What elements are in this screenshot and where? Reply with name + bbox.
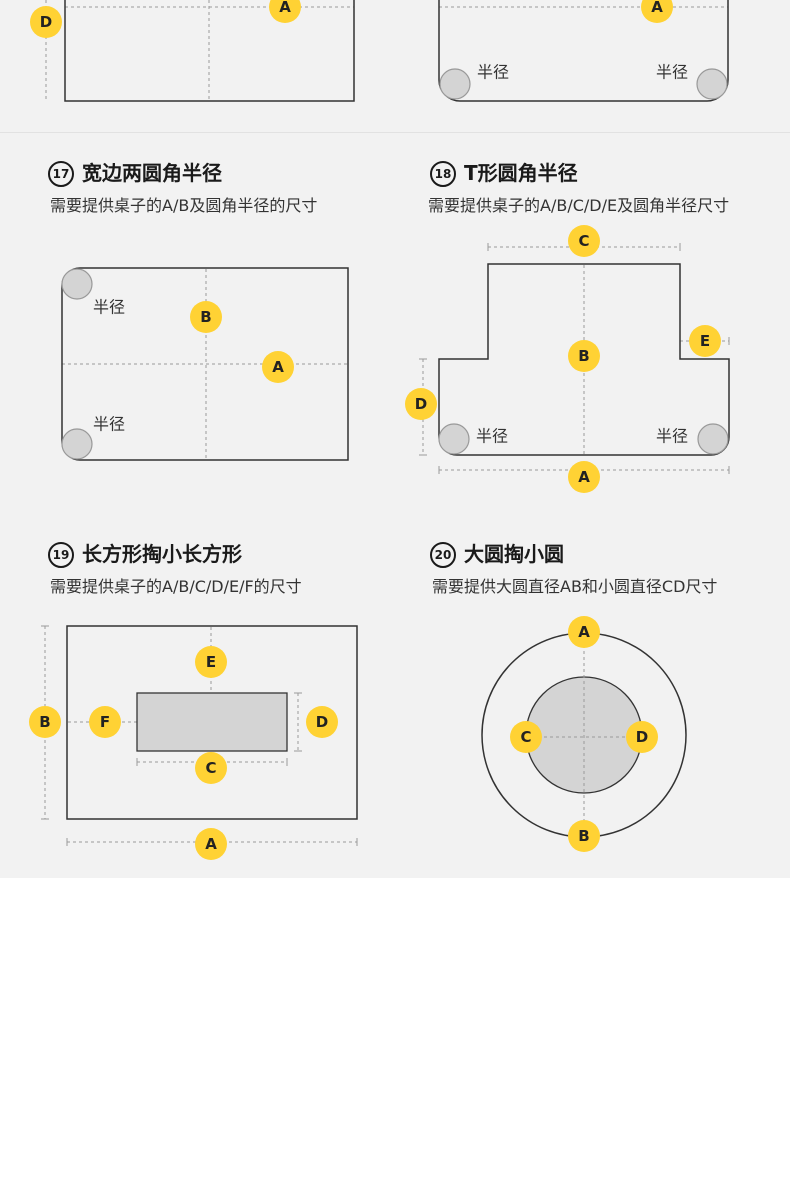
- section-19-title: 19 长方形掏小长方形: [48, 538, 242, 568]
- badge-e-19: E: [195, 646, 227, 678]
- table-outline-19: [66, 625, 358, 820]
- radius-label-17-top: 半径: [93, 298, 125, 317]
- section-19-desc: 需要提供桌子的A/B/C/D/E/F的尺寸: [50, 577, 302, 596]
- radius-label-17-bottom: 半径: [93, 415, 125, 434]
- badge-b-20: B: [568, 820, 600, 852]
- section-17-title-text: 宽边两圆角半径: [82, 161, 222, 185]
- badge-c-18-label: C: [578, 232, 589, 250]
- badge-a-19-label: A: [205, 835, 217, 853]
- corner-circle-top-right-right: [696, 68, 728, 100]
- badge-c-20-label: C: [520, 728, 531, 746]
- badge-b-20-label: B: [578, 827, 589, 845]
- corner-circle-18-left: [438, 423, 470, 455]
- badge-e-19-label: E: [206, 653, 216, 671]
- badge-d-top-left-label: D: [40, 13, 52, 31]
- badge-a-20: A: [568, 616, 600, 648]
- badge-b-17: B: [190, 301, 222, 333]
- table-outline-top-right: [438, 0, 729, 102]
- section-17-number: 17: [48, 161, 74, 187]
- badge-c-19-label: C: [205, 759, 216, 777]
- badge-a-18: A: [568, 461, 600, 493]
- badge-c-18: C: [568, 225, 600, 257]
- badge-b-19-label: B: [39, 713, 50, 731]
- badge-d-20-label: D: [636, 728, 648, 746]
- radius-label-top-right-left: 半径: [477, 63, 509, 82]
- section-20-number: 20: [430, 542, 456, 568]
- section-18-title: 18 T形圆角半径: [430, 157, 578, 187]
- badge-a-top-right: A: [641, 0, 673, 23]
- badge-a-top-left-label: A: [279, 0, 291, 16]
- badge-a-18-label: A: [578, 468, 590, 486]
- badge-e-18-label: E: [700, 332, 710, 350]
- section-20-desc: 需要提供大圆直径AB和小圆直径CD尺寸: [432, 577, 718, 596]
- badge-b-17-label: B: [200, 308, 211, 326]
- diagram-17: 半径 半径 B A: [61, 267, 349, 461]
- badge-a-17-label: A: [272, 358, 284, 376]
- section-divider: [0, 132, 790, 133]
- badge-b-18: B: [568, 340, 600, 372]
- radius-label-18-right: 半径: [656, 427, 688, 446]
- section-18-title-text: T形圆角半径: [464, 161, 578, 185]
- badge-d-18-label: D: [415, 395, 427, 413]
- cutout-rect-19: [136, 692, 288, 752]
- badge-a-17: A: [262, 351, 294, 383]
- badge-a-19: A: [195, 828, 227, 860]
- diagram-top-right: 半径 半径 A: [438, 0, 729, 102]
- diagram-top-left: D A: [30, 0, 355, 102]
- badge-a-20-label: A: [578, 623, 590, 641]
- badge-e-18: E: [689, 325, 721, 357]
- badge-f-19-label: F: [100, 713, 110, 731]
- badge-c-20: C: [510, 721, 542, 753]
- badge-b-19: B: [29, 706, 61, 738]
- badge-d-top-left: D: [30, 6, 62, 38]
- section-17-desc: 需要提供桌子的A/B及圆角半径的尺寸: [50, 196, 318, 215]
- diagram-panel: [0, 0, 790, 878]
- section-19-title-text: 长方形掏小长方形: [82, 542, 242, 566]
- section-18-desc: 需要提供桌子的A/B/C/D/E及圆角半径尺寸: [428, 196, 730, 215]
- section-19-number: 19: [48, 542, 74, 568]
- corner-circle-17-top: [61, 268, 93, 300]
- corner-circle-top-right-left: [439, 68, 471, 100]
- badge-d-18: D: [405, 388, 437, 420]
- table-outline-top-left: [64, 0, 355, 102]
- section-17-title: 17 宽边两圆角半径: [48, 157, 222, 187]
- badge-d-20: D: [626, 721, 658, 753]
- badge-b-18-label: B: [578, 347, 589, 365]
- radius-label-18-left: 半径: [476, 427, 508, 446]
- badge-a-top-left: A: [269, 0, 301, 23]
- diagram-20: A C D B: [481, 616, 687, 852]
- diagram-19: E B F D C A: [29, 625, 358, 860]
- section-20-title-text: 大圆掏小圆: [464, 542, 564, 566]
- section-20-title: 20 大圆掏小圆: [430, 538, 564, 568]
- badge-d-19: D: [306, 706, 338, 738]
- corner-circle-18-right: [697, 423, 729, 455]
- badge-a-top-right-label: A: [651, 0, 663, 16]
- badge-d-19-label: D: [316, 713, 328, 731]
- corner-circle-17-bottom: [61, 428, 93, 460]
- diagram-18: 半径 半径 C B E D A: [405, 225, 730, 493]
- section-18-number: 18: [430, 161, 456, 187]
- badge-c-19: C: [195, 752, 227, 784]
- badge-f-19: F: [89, 706, 121, 738]
- radius-label-top-right-right: 半径: [656, 63, 688, 82]
